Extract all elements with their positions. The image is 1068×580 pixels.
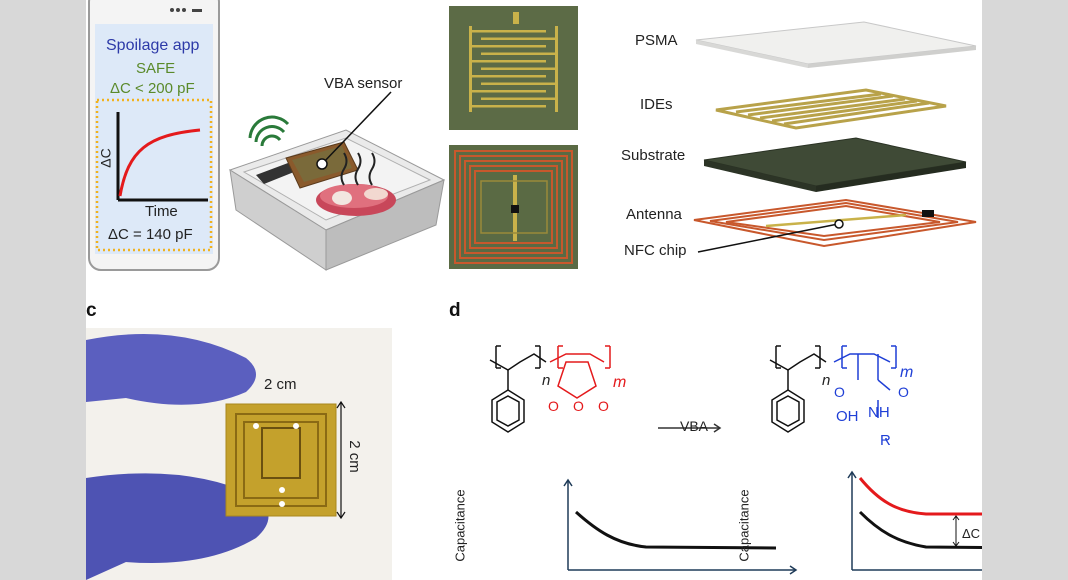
ide-finger (481, 37, 558, 40)
left-anhydride-o1: O (548, 398, 559, 414)
right-graph-ylabel: Capacitance (736, 489, 752, 562)
smartphone: Spoilage app SAFE ΔC < 200 pF ΔC Time ΔC… (88, 0, 220, 272)
right-carbonyl-o1: O (834, 384, 845, 400)
ide-finger (481, 52, 558, 55)
left-anhydride-o2: O (573, 398, 584, 414)
right-carbonyl-o2: O (898, 384, 909, 400)
panel-letter-d: d (449, 300, 461, 321)
ide-pattern (469, 12, 558, 112)
threshold-text: ΔC < 200 pF (110, 80, 195, 97)
layer-stack-drawing (693, 21, 977, 248)
layer-label-ides: IDEs (640, 96, 673, 113)
sensor-photo (86, 328, 392, 580)
right-capacitance-curve-after (858, 477, 982, 516)
ide-finger (469, 30, 546, 33)
delta-c-label: ΔC (962, 526, 981, 541)
phone-x-axis-label: Time (145, 203, 178, 220)
ide-finger (469, 45, 546, 48)
layer-label-antenna: Antenna (626, 206, 682, 223)
vba-arrow-label: VBA (680, 418, 709, 434)
sensor-photo-drawing (86, 334, 346, 580)
photo-width-label: 2 cm (264, 376, 297, 393)
right-oh-label: OH (836, 408, 859, 425)
ide-finger (481, 97, 558, 100)
left-graph-ylabel: Capacitance (452, 489, 468, 562)
figure-page: Spoilage app SAFE ΔC < 200 pF ΔC Time ΔC… (86, 0, 982, 580)
ide-finger (481, 82, 558, 85)
ide-finger (469, 75, 546, 78)
chemistry-scheme (489, 345, 982, 575)
phone-frame (88, 0, 220, 271)
layer-label-substrate: Substrate (621, 147, 686, 164)
nfc-pointer (697, 219, 844, 253)
status-safe: SAFE (136, 60, 176, 77)
ide-electrode-image (449, 6, 578, 130)
reading-text: ΔC = 140 pF (108, 226, 193, 243)
panel-letter-c: c (86, 300, 97, 321)
right-subscript-n: n (822, 372, 831, 389)
container-drawing (228, 91, 446, 271)
photo-height-label: 2 cm (345, 440, 363, 473)
exploded-layer-stack (686, 10, 982, 280)
app-title: Spoilage app (106, 37, 200, 54)
right-r-label: R (880, 432, 891, 449)
ide-finger (469, 90, 546, 93)
food-container-illustration (226, 60, 446, 280)
ide-finger (469, 60, 546, 63)
antenna-pattern (454, 150, 573, 264)
ide-finger (481, 67, 558, 70)
layer-label-psma: PSMA (635, 32, 678, 49)
antenna-coil-image (449, 145, 578, 269)
right-nh-label: NH (868, 404, 890, 421)
ide-finger (469, 105, 546, 108)
right-capacitance-curve-before (858, 510, 982, 550)
vba-sensor-label: VBA sensor (324, 75, 403, 92)
phone-y-axis-label: ΔC (97, 148, 114, 168)
layer-label-nfc-chip: NFC chip (624, 242, 687, 259)
left-subscript-m: m (613, 374, 627, 391)
left-subscript-n: n (542, 372, 551, 389)
left-anhydride-o3: O (598, 398, 609, 414)
left-capacitance-curve (574, 510, 777, 550)
right-subscript-m: m (900, 364, 914, 381)
